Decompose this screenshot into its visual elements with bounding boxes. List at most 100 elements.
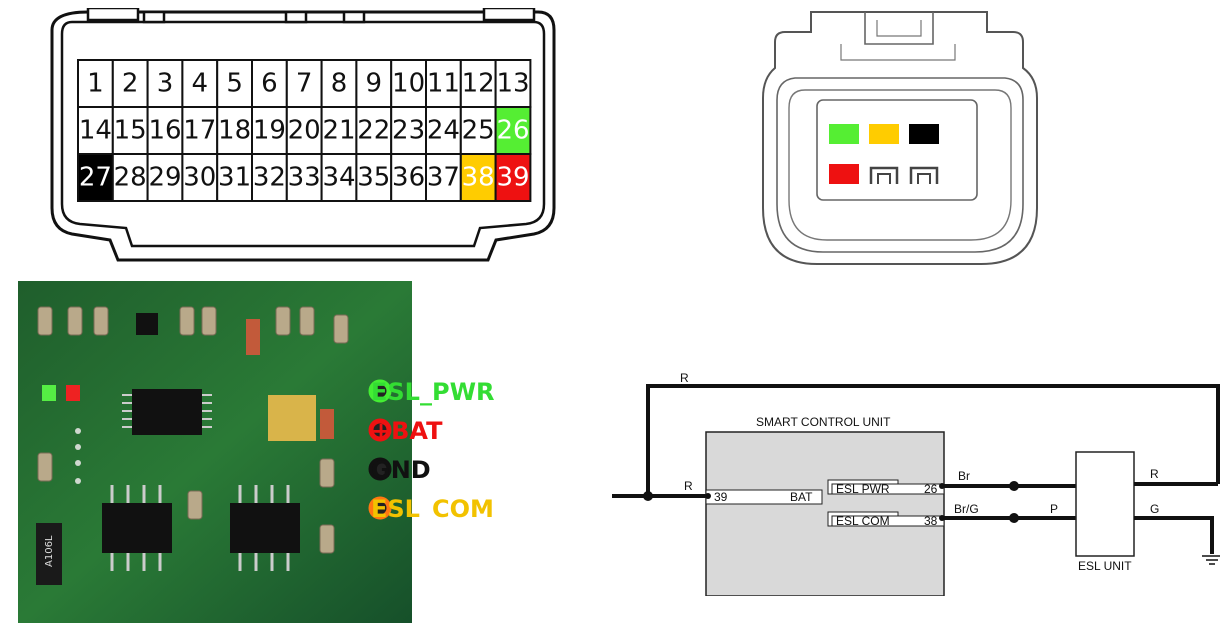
pin-cell [216, 153, 253, 202]
connector-tab [284, 10, 308, 24]
pin-number: 34 [322, 163, 355, 193]
pin-slot-2 [869, 124, 899, 144]
legend-label: GND [371, 456, 431, 484]
connector-tab [482, 8, 536, 22]
pin-cell [285, 106, 323, 155]
pcb-tantalum-capacitor [268, 395, 316, 441]
pin-number: 17 [183, 116, 216, 146]
pin-cell [216, 106, 253, 155]
pin-number: 4 [192, 69, 209, 99]
pin-number: 6 [261, 69, 278, 99]
pin-number: 15 [114, 116, 147, 146]
pin-number: 8 [331, 69, 348, 99]
pin-cell [459, 59, 497, 108]
pcb-diode [320, 409, 334, 439]
esl-com-pin-box [831, 515, 945, 527]
pin-number: 5 [226, 69, 243, 99]
pin-cell [181, 153, 219, 202]
wire-g-label: G [1150, 502, 1159, 516]
pin-number: 36 [392, 163, 425, 193]
pin-number: 9 [366, 69, 383, 99]
pin-number: 24 [427, 116, 460, 146]
esl-pwr-number: 26 [924, 482, 938, 496]
wire-g [1134, 516, 1214, 554]
wire-input-r-label: R [684, 479, 693, 493]
wiring-schematic: R R SMART CONTROL UNIT 39 BAT ESL PWR 26… [612, 371, 1220, 596]
pin-slot-1 [829, 124, 859, 144]
pcb-solder-pads [368, 379, 392, 520]
pcb-ic-left [102, 503, 172, 553]
pin-cell [390, 153, 428, 202]
pcb-resistors-top [37, 306, 349, 344]
pin-number: 18 [218, 116, 251, 146]
led-green [42, 385, 56, 401]
pin-cell [251, 59, 288, 108]
pin-number: 22 [357, 116, 390, 146]
led-red [66, 385, 80, 401]
pin-number: 10 [392, 69, 425, 99]
pcb-board-image: A106L [18, 281, 412, 623]
pin-number: 11 [427, 69, 460, 99]
pin-number: 2 [122, 69, 139, 99]
pcb-pad-gnd [368, 457, 392, 481]
pin-cell [494, 153, 532, 202]
connector-tab [86, 8, 140, 22]
pin-cell [494, 59, 532, 108]
pcb-ic-right [230, 503, 300, 553]
pcb-pad-eslcom [368, 496, 392, 520]
esl-com-label: ESL COM [836, 514, 890, 528]
pin-26-dot [939, 483, 945, 489]
pin-number: 25 [462, 116, 495, 146]
pcb-diode [246, 319, 260, 355]
ground-icon [1202, 555, 1220, 565]
pcb-chip-a106l [36, 523, 62, 585]
legend-label: ESL_COM [371, 495, 494, 520]
pin-number: 29 [148, 163, 181, 193]
wire-p-label: P [1050, 502, 1058, 516]
smart-control-unit-title: SMART CONTROL UNIT [756, 415, 891, 429]
pin-cell [111, 106, 149, 155]
esl-com-number: 38 [924, 514, 938, 528]
pin-number: 3 [157, 69, 174, 99]
pin-number: 27 [79, 163, 112, 193]
pin-number: 28 [114, 163, 147, 193]
pin-number: 39 [496, 163, 529, 193]
wire-brg-label: Br/G [954, 502, 979, 516]
junction-dot [1009, 513, 1019, 523]
pin-number: 20 [288, 116, 321, 146]
pin-cell [181, 106, 219, 155]
pcb-pad-eslpwr [368, 379, 392, 403]
pcb-chip-label: A106L [44, 535, 55, 567]
pin-number: 31 [218, 163, 251, 193]
pin-number: 7 [296, 69, 313, 99]
esl-pwr-label: ESL PWR [836, 482, 890, 496]
junction-dot [1009, 481, 1019, 491]
pcb-transistor [136, 313, 158, 335]
connector-tab [142, 10, 166, 24]
pin-cell [355, 153, 393, 202]
pin-number: 37 [427, 163, 460, 193]
pin-cell [320, 153, 358, 202]
pin-number: 23 [392, 116, 425, 146]
pin-number: 16 [148, 116, 181, 146]
esl-pwr-pin-box [831, 483, 945, 495]
pin-cell [285, 59, 323, 108]
pin-slot-3 [909, 124, 939, 144]
pin-number: 33 [288, 163, 321, 193]
pin-39-dot [705, 493, 711, 499]
wire-top-r-label: R [680, 371, 689, 385]
pin-number: 19 [253, 116, 286, 146]
pin-number: 32 [253, 163, 286, 193]
pin-cell [146, 153, 184, 202]
pin-number: 1 [87, 69, 104, 99]
junction-dot [643, 491, 653, 501]
pin-cell [77, 153, 114, 202]
smart-control-unit-box [705, 431, 945, 596]
connector-6pin-face [816, 99, 978, 201]
pcb-main-ic [132, 389, 202, 435]
wire-br-label: Br [958, 469, 970, 483]
esl-unit-label: ESL UNIT [1078, 559, 1132, 573]
